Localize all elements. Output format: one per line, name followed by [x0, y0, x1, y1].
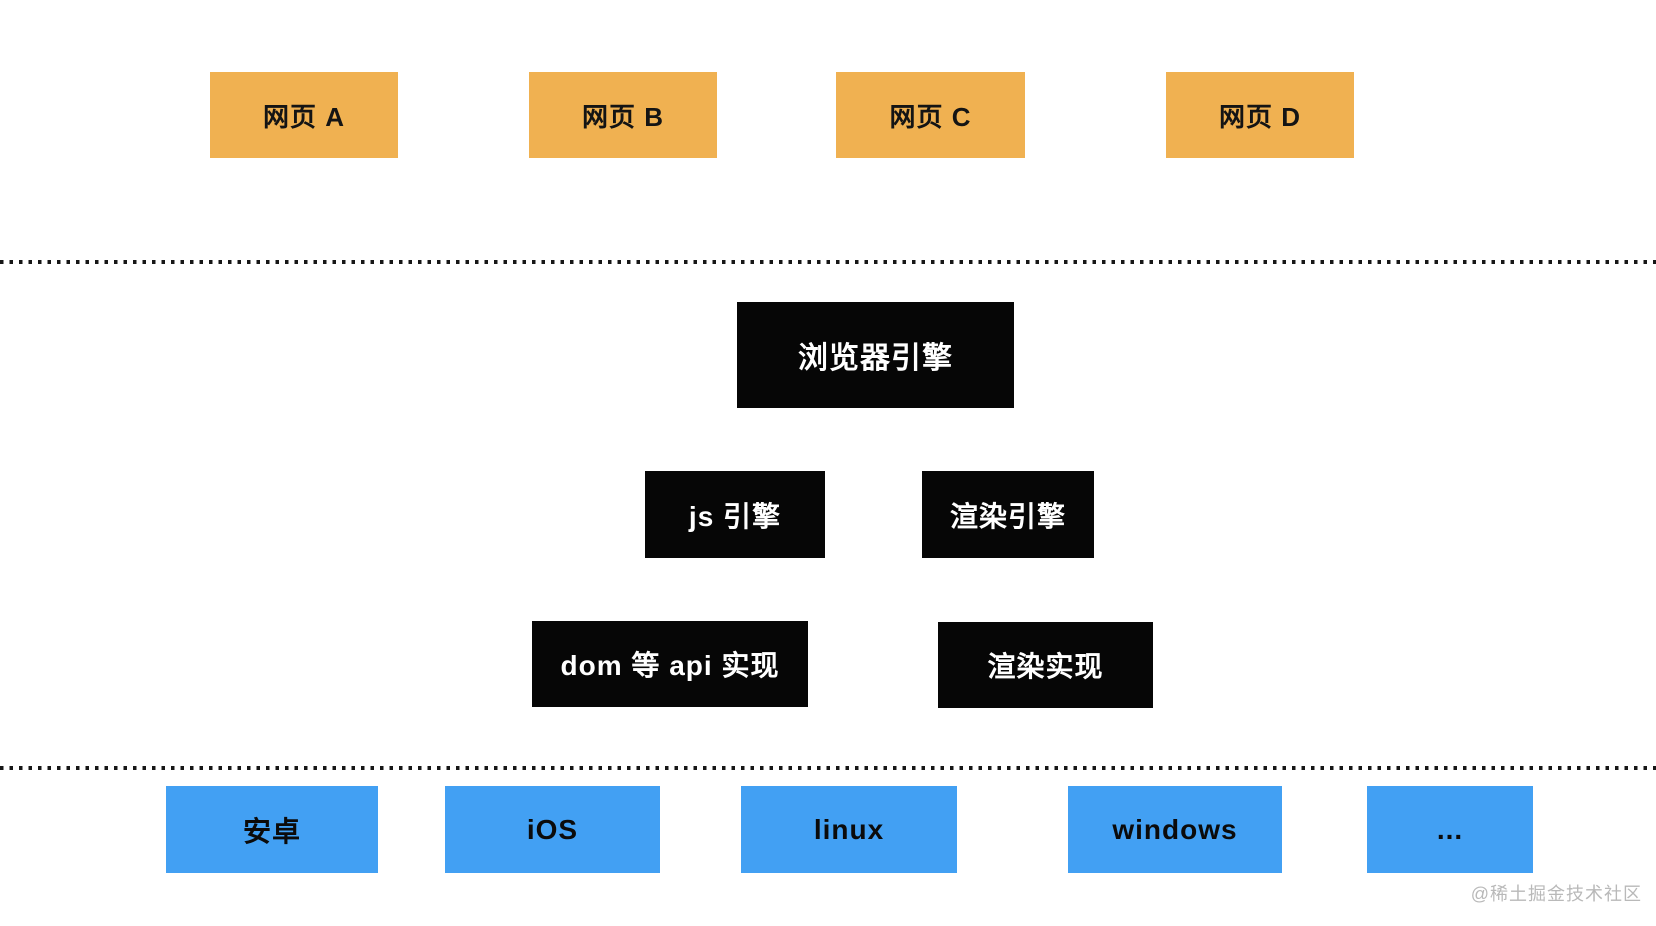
- platform-android-label: 安卓: [242, 815, 301, 847]
- webpage-a-box: 网页 A: [210, 72, 398, 158]
- browser-engine-label: 浏览器引擎: [798, 342, 953, 375]
- platform-ios-label: iOS: [526, 813, 579, 845]
- browser-engine-box: 浏览器引擎: [737, 302, 1014, 408]
- dom-api-implementation-label: dom 等 api 实现: [560, 650, 780, 681]
- webpage-d-label: 网页 D: [1218, 101, 1301, 132]
- webpage-b-box: 网页 B: [529, 72, 717, 158]
- render-engine-box: 渲染引擎: [922, 471, 1094, 558]
- render-implementation-label: 渲染实现: [987, 651, 1104, 682]
- webpage-c-label: 网页 C: [889, 101, 972, 132]
- webpage-a-label: 网页 A: [262, 101, 345, 132]
- platform-linux-box: linux: [741, 786, 957, 873]
- platform-more-box: ...: [1367, 786, 1533, 873]
- webpage-c-box: 网页 C: [836, 72, 1025, 158]
- js-engine-label: js 引擎: [688, 500, 782, 532]
- platform-linux-label: linux: [813, 813, 885, 845]
- top-dotted-separator: [0, 260, 1656, 264]
- render-implementation-box: 渲染实现: [938, 622, 1153, 708]
- platform-more-label: ...: [1436, 813, 1464, 845]
- webpage-b-label: 网页 B: [581, 101, 664, 132]
- platform-android-box: 安卓: [166, 786, 378, 873]
- platform-windows-label: windows: [1112, 813, 1238, 845]
- js-engine-box: js 引擎: [645, 471, 825, 558]
- webpage-d-box: 网页 D: [1166, 72, 1354, 158]
- render-engine-label: 渲染引擎: [949, 500, 1066, 532]
- platform-windows-box: windows: [1068, 786, 1282, 873]
- juejin-watermark: @稀土掘金技术社区: [1470, 884, 1642, 904]
- bottom-dotted-separator: [0, 766, 1656, 770]
- platform-ios-box: iOS: [445, 786, 660, 873]
- dom-api-implementation-box: dom 等 api 实现: [532, 621, 808, 707]
